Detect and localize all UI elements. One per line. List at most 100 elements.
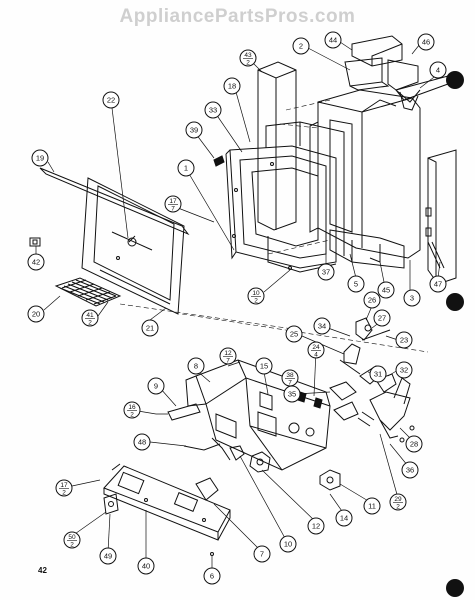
callout-45: 45: [377, 281, 395, 299]
svg-text:7: 7: [226, 358, 230, 365]
callout-20: 20: [27, 305, 45, 323]
callout-22: 22: [102, 91, 120, 109]
callout-17-2: 172: [55, 479, 73, 497]
callout-35: 35: [283, 385, 301, 403]
svg-text:41: 41: [86, 312, 94, 319]
svg-text:48: 48: [138, 438, 146, 447]
callout-38-7: 387: [281, 369, 299, 387]
callout-48: 48: [133, 433, 151, 451]
svg-text:16: 16: [128, 404, 136, 411]
callout-32: 32: [395, 361, 413, 379]
callout-15: 15: [255, 357, 273, 375]
callout-50-2: 502: [63, 531, 81, 549]
svg-text:4: 4: [436, 66, 440, 75]
callout-42: 42: [27, 253, 45, 271]
svg-text:33: 33: [209, 106, 217, 115]
rear-housing: [257, 61, 421, 259]
callout-31: 31: [369, 365, 387, 383]
callout-9: 9: [147, 377, 165, 395]
svg-text:4: 4: [314, 352, 318, 359]
base-plate: [329, 229, 405, 269]
callout-21: 21: [141, 319, 159, 337]
callout-7: 7: [253, 545, 271, 563]
callout-19: 19: [31, 149, 49, 167]
svg-text:47: 47: [434, 280, 442, 289]
front-bezel: [39, 167, 190, 315]
registration-dot-top: [446, 71, 464, 89]
callout-26: 26: [363, 291, 381, 309]
callout-40: 40: [137, 557, 155, 575]
callout-25: 25: [285, 325, 303, 343]
watermark-text: AppliancePartsPros.com: [119, 6, 356, 27]
svg-text:7: 7: [171, 206, 175, 213]
dispenser-levers: [329, 377, 415, 443]
registration-dot-bottom: [446, 579, 464, 597]
svg-text:38: 38: [286, 372, 294, 379]
svg-text:17: 17: [60, 482, 68, 489]
callout-41-2: 412: [81, 309, 99, 327]
svg-text:21: 21: [146, 324, 154, 333]
svg-text:31: 31: [374, 370, 382, 379]
svg-text:2: 2: [299, 42, 303, 51]
callout-17-7: 177: [164, 195, 182, 213]
svg-text:27: 27: [378, 314, 386, 323]
svg-text:28: 28: [410, 440, 418, 449]
svg-text:19: 19: [36, 154, 44, 163]
svg-text:2: 2: [88, 320, 92, 327]
lower-housing: [167, 359, 331, 471]
svg-text:32: 32: [400, 366, 408, 375]
callout-18: 18: [223, 77, 241, 95]
svg-text:8: 8: [194, 362, 198, 371]
svg-text:39: 39: [190, 126, 198, 135]
bottom-plate: [103, 463, 231, 556]
callout-16-2: 162: [123, 401, 141, 419]
callout-37: 37: [317, 263, 335, 281]
svg-text:25: 25: [290, 330, 298, 339]
page-number: 42: [38, 566, 47, 575]
callout-33: 33: [204, 101, 222, 119]
svg-text:26: 26: [368, 296, 376, 305]
callout-2: 2: [292, 37, 310, 55]
svg-text:10: 10: [284, 540, 292, 549]
callout-46: 46: [417, 33, 435, 51]
callout-29-2: 292: [389, 493, 407, 511]
callout-24-4: 244: [307, 341, 325, 359]
svg-text:36: 36: [406, 466, 414, 475]
svg-text:9: 9: [154, 382, 158, 391]
svg-text:20: 20: [32, 310, 40, 319]
svg-text:11: 11: [368, 502, 376, 511]
svg-text:2: 2: [130, 412, 134, 419]
ice-chute-assembly: [344, 35, 421, 111]
svg-text:18: 18: [228, 82, 236, 91]
svg-text:5: 5: [354, 280, 358, 289]
svg-text:14: 14: [340, 514, 348, 523]
callout-10: 10: [279, 535, 297, 553]
callout-28: 28: [405, 435, 423, 453]
drip-tray-grille: [54, 277, 122, 307]
svg-text:7: 7: [288, 380, 292, 387]
svg-text:10: 10: [252, 290, 260, 297]
callout-14: 14: [335, 509, 353, 527]
callout-23: 23: [395, 331, 413, 349]
callout-49: 49: [99, 547, 117, 565]
registration-dot-middle: [446, 293, 464, 311]
svg-text:2: 2: [246, 60, 250, 67]
callout-43: 432: [239, 49, 257, 67]
svg-text:42: 42: [32, 258, 40, 267]
callout-39: 39: [185, 121, 203, 139]
callout-3: 3: [403, 289, 421, 307]
registration-marks: [446, 71, 464, 597]
callout-34: 34: [313, 317, 331, 335]
callout-1: 1: [177, 159, 195, 177]
svg-text:34: 34: [318, 322, 326, 331]
svg-text:17: 17: [169, 198, 177, 205]
callout-12: 12: [307, 517, 325, 535]
svg-text:6: 6: [210, 572, 214, 581]
svg-text:46: 46: [422, 38, 430, 47]
callout-4: 4: [429, 61, 447, 79]
svg-text:35: 35: [288, 390, 296, 399]
callout-6: 6: [203, 567, 221, 585]
callout-27: 27: [373, 309, 391, 327]
